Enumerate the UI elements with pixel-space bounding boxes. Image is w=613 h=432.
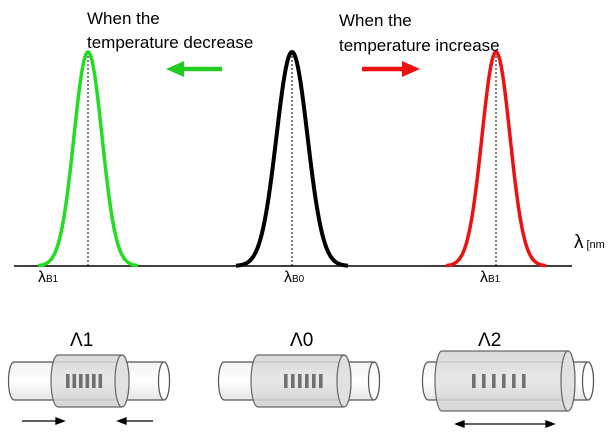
grating-bar: [79, 374, 83, 388]
peak-green: [37, 50, 139, 268]
shift-arrow-left: [166, 61, 222, 77]
fiber-compressed-grating-sleeve: [50, 354, 130, 408]
grating-bar: [92, 374, 96, 388]
peak-label-red: λB1: [480, 269, 501, 286]
grating-bar: [512, 374, 516, 388]
grating-label-stretched: Λ2: [478, 330, 501, 351]
axis-label: λ[nm: [574, 232, 605, 253]
axis-label-symbol: λ: [574, 232, 584, 253]
peak-label-black-symbol: λ: [284, 269, 292, 286]
grating-bar: [492, 374, 496, 388]
grating-bar: [502, 374, 506, 388]
grating-bar: [291, 374, 295, 388]
peak-black: [235, 49, 349, 268]
grating-bar: [298, 374, 302, 388]
peak-red: [445, 50, 547, 268]
increase-annotation-line2: temperature increase: [339, 36, 500, 55]
grating-label-compressed: Λ1: [70, 330, 93, 351]
grating-bar: [72, 374, 77, 388]
grating-bar: [472, 374, 476, 388]
peak-label-green-sub: B1: [46, 274, 59, 285]
grating-bar: [522, 374, 526, 388]
grating-bar: [98, 374, 103, 388]
grating-label-normal: Λ0: [290, 330, 313, 351]
grating-bar: [66, 374, 70, 388]
grating-bar: [305, 374, 309, 388]
peak-label-red-sub: B1: [488, 274, 501, 285]
decrease-annotation-line1: When the: [87, 9, 160, 28]
grating-bar: [312, 374, 316, 388]
fiber-stretched: [421, 350, 595, 412]
decrease-annotation-line2: temperature decrease: [87, 33, 253, 52]
compression-arrows: [22, 417, 153, 425]
peak-label-green-symbol: λ: [38, 269, 46, 286]
fiber-normal: [217, 354, 381, 408]
grating-bar: [319, 374, 323, 388]
axis-label-unit: [nm: [587, 239, 605, 251]
increase-annotation-line1: When the: [339, 11, 412, 30]
peak-label-red-symbol: λ: [480, 269, 488, 286]
peak-label-black: λB0: [284, 269, 305, 286]
peak-label-black-sub: B0: [292, 274, 305, 285]
grating-bar: [284, 374, 288, 388]
peak-label-green: λB1: [38, 269, 59, 286]
grating-bar: [482, 374, 486, 388]
shift-arrow-right: [362, 61, 420, 77]
grating-bar: [85, 374, 90, 388]
tension-arrow: [454, 420, 556, 428]
fiber-compressed: [7, 354, 171, 408]
